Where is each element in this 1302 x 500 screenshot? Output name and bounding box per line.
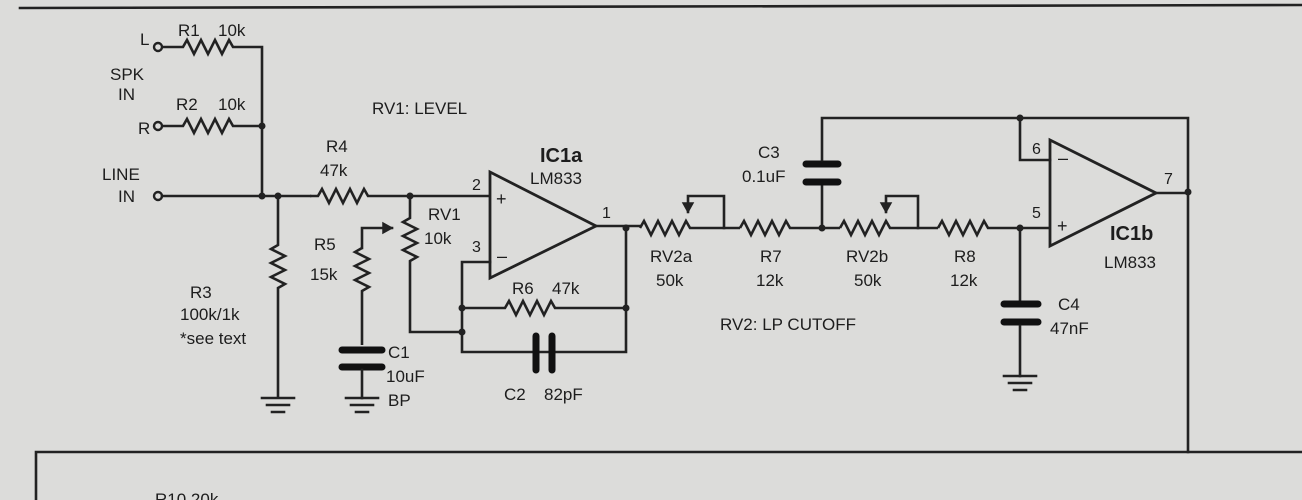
c3-ref: C3 (758, 143, 780, 162)
c4-ref: C4 (1058, 295, 1080, 314)
spk-r-input: R (138, 119, 164, 138)
ic1b-part: LM833 (1104, 253, 1156, 272)
spk-label-2: IN (118, 85, 135, 104)
junction-dot (1016, 114, 1024, 122)
r7-ref: R7 (760, 247, 782, 266)
c4-value: 47nF (1050, 319, 1089, 338)
ic1b-out-wire (1154, 191, 1190, 454)
r2-ref: R2 (176, 95, 198, 114)
ic1a-ref: IC1a (540, 145, 583, 167)
rv2a-ref: RV2a (650, 247, 693, 266)
c2-ref: C2 (504, 385, 526, 404)
ic1a-feedback-wire (460, 224, 628, 354)
resistor-r1: R1 10k (162, 21, 264, 196)
ic1b-pin-minus: 6 (1032, 141, 1041, 158)
ground-icon (1002, 374, 1038, 392)
opamp-ic1b: + – 6 5 7 IC1b LM833 (1032, 137, 1173, 272)
spk-label-1: SPK (110, 65, 145, 84)
resistor-r3: R3 100k/1k *see text (180, 196, 288, 398)
ic1b-plus-sign: + (1057, 216, 1068, 236)
bottom-panel-border (34, 450, 1302, 500)
line-label-2: IN (118, 187, 135, 206)
r5-value: 15k (310, 265, 338, 284)
r1-ref: R1 (178, 21, 200, 40)
spk-l-input: L (140, 30, 164, 53)
ic1b-minus-sign: – (1058, 148, 1068, 168)
resistor-r8: R8 12k (936, 218, 1050, 290)
resistor-r6: R6 47k (462, 279, 626, 318)
r3-value: 100k/1k (180, 305, 240, 324)
resistor-r5: R5 15k (310, 235, 372, 345)
spk-l-terminal (152, 41, 164, 53)
spk-r-terminal (152, 120, 164, 132)
potentiometer-rv2b: RV2b 50k (838, 194, 938, 290)
c3-value: 0.1uF (742, 167, 785, 186)
ic1a-pin-minus: 3 (472, 239, 481, 256)
line-label-1: LINE (102, 165, 140, 184)
c1-value2: BP (388, 391, 411, 410)
junction-dot (1184, 188, 1192, 196)
lp-cutoff-note: RV2: LP CUTOFF (720, 315, 856, 334)
rv2b-ref: RV2b (846, 247, 888, 266)
ic1b-feedback-wire (1018, 116, 1052, 162)
r1-value: 10k (218, 21, 246, 40)
capacitor-c4: C4 47nF (1000, 226, 1089, 378)
capacitor-c2: C2 82pF (504, 332, 583, 404)
r5-ref: R5 (314, 235, 336, 254)
junction-dot (258, 192, 266, 200)
junction-dot (622, 224, 630, 232)
rv2a-value: 50k (656, 271, 684, 290)
r6-value: 47k (552, 279, 580, 298)
opamp-ic1a: + – 2 3 1 IC1a LM833 (472, 145, 611, 281)
r3-ref: R3 (190, 283, 212, 302)
c1-ref: C1 (388, 343, 410, 362)
spk-r-label: R (138, 119, 150, 138)
r4-value: 47k (320, 161, 348, 180)
ic1a-minus-sign: – (497, 246, 507, 266)
r3-note: *see text (180, 329, 246, 348)
potentiometer-rv2a: RV2a 50k (638, 194, 740, 290)
junction-dot (458, 328, 466, 336)
capacitor-c3: C3 0.1uF (742, 116, 1190, 230)
ic1a-pin-plus: 2 (472, 177, 481, 194)
r2-value: 10k (218, 95, 246, 114)
ic1b-ref: IC1b (1110, 223, 1153, 245)
r4-ref: R4 (326, 137, 348, 156)
r8-value: 12k (950, 271, 978, 290)
level-note: RV1: LEVEL (372, 99, 467, 118)
ic1a-part: LM833 (530, 169, 582, 188)
rv2b-value: 50k (854, 271, 882, 290)
r7-value: 12k (756, 271, 784, 290)
junction-dot (258, 122, 266, 130)
ic1b-pin-plus: 5 (1032, 205, 1041, 222)
top-border-line (18, 3, 1302, 10)
ic1a-pin-out: 1 (602, 205, 611, 222)
potentiometer-rv1: RV1 10k (360, 196, 462, 334)
r6-ref: R6 (512, 279, 534, 298)
ground-icon (344, 396, 380, 414)
c2-value: 82pF (544, 385, 583, 404)
rv1-value: 10k (424, 229, 452, 248)
bottom-fragment-text: R10 20k (155, 490, 219, 500)
ic1b-pin-out: 7 (1164, 171, 1173, 188)
rv1-ref: RV1 (428, 205, 461, 224)
ic1a-plus-sign: + (496, 189, 507, 209)
c1-value: 10uF (386, 367, 425, 386)
resistor-r4: R4 47k (310, 137, 490, 206)
resistor-r7: R7 12k (738, 218, 840, 290)
r8-ref: R8 (954, 247, 976, 266)
spk-l-label: L (140, 30, 149, 49)
capacitor-c1: C1 10uF BP (338, 343, 425, 410)
resistor-r2: R2 10k (162, 95, 262, 136)
ground-icon (260, 396, 296, 414)
